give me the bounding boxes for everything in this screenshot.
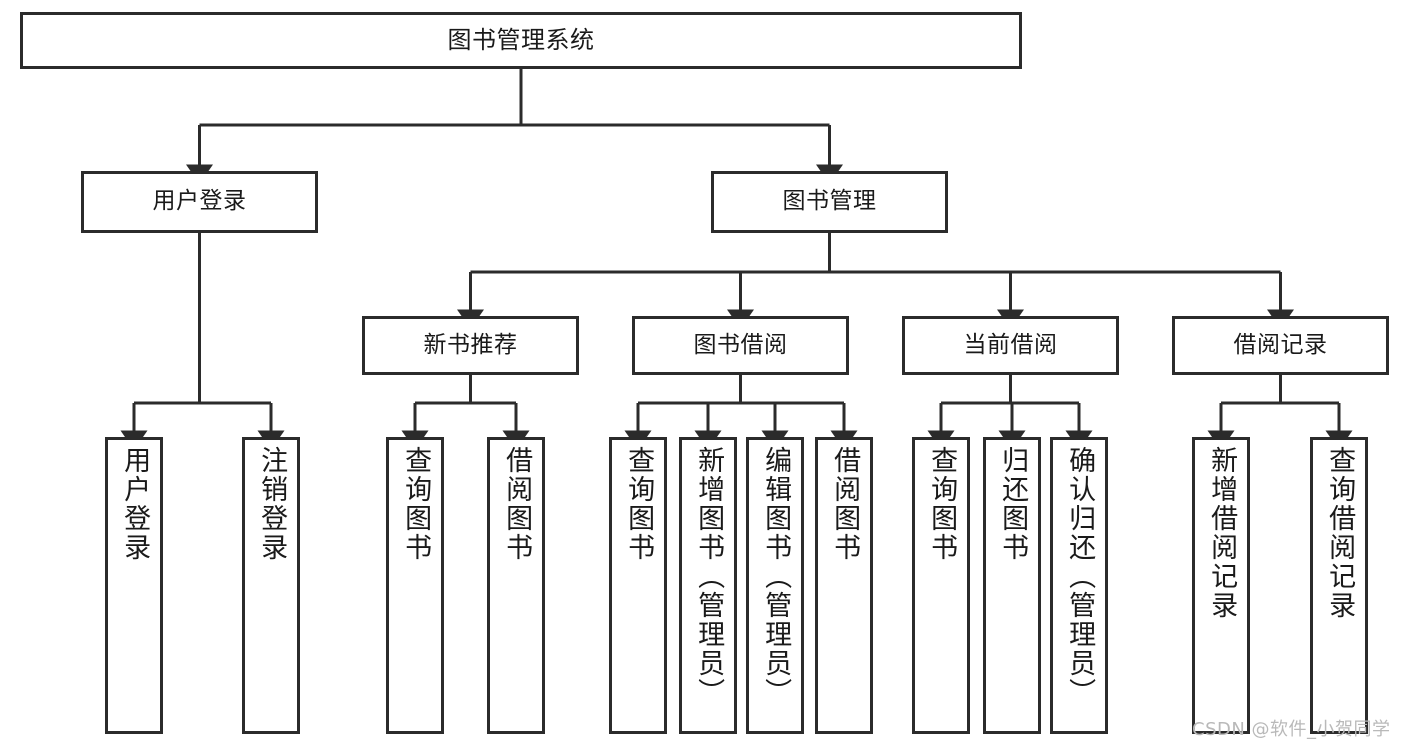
node-label: 图书管理系统 (447, 26, 595, 55)
node-label: 图书借阅 (693, 331, 788, 358)
node-leaf-query-borrow-record[interactable]: 查询借阅记录 (1310, 437, 1368, 734)
node-label: 编辑图书（管理员） (760, 446, 792, 707)
node-label: 新书推荐 (423, 331, 518, 358)
node-current-borrow[interactable]: 当前借阅 (902, 316, 1119, 375)
node-leaf-confirm-return[interactable]: 确认归还（管理员） (1050, 437, 1108, 734)
node-label: 当前借阅 (963, 331, 1058, 358)
node-leaf-user-logout[interactable]: 注销登录 (242, 437, 300, 734)
node-book-mgmt[interactable]: 图书管理 (711, 171, 948, 233)
node-label: 借阅图书 (829, 446, 861, 562)
node-new-book-rec[interactable]: 新书推荐 (362, 316, 579, 375)
edge-lines (120, 69, 1353, 450)
node-label: 借阅图书 (501, 446, 533, 562)
node-leaf-add-borrow-record[interactable]: 新增借阅记录 (1192, 437, 1250, 734)
node-book-borrow[interactable]: 图书借阅 (632, 316, 849, 375)
node-label: 新增借阅记录 (1206, 446, 1238, 620)
node-label: 查询图书 (623, 446, 655, 562)
node-label: 查询借阅记录 (1324, 446, 1356, 620)
node-leaf-borrow-book[interactable]: 借阅图书 (815, 437, 873, 734)
node-leaf-user-login[interactable]: 用户登录 (105, 437, 163, 734)
node-root[interactable]: 图书管理系统 (20, 12, 1022, 69)
node-label: 确认归还（管理员） (1064, 446, 1096, 707)
node-leaf-add-book[interactable]: 新增图书（管理员） (679, 437, 737, 734)
node-leaf-edit-book[interactable]: 编辑图书（管理员） (746, 437, 804, 734)
node-label: 用户登录 (119, 446, 151, 562)
node-leaf-return-book[interactable]: 归还图书 (983, 437, 1041, 734)
node-label: 查询图书 (400, 446, 432, 562)
node-leaf-borrow-book-rec[interactable]: 借阅图书 (487, 437, 545, 734)
node-leaf-query-book-borrow[interactable]: 查询图书 (609, 437, 667, 734)
node-label: 注销登录 (256, 446, 288, 562)
node-leaf-query-book-current[interactable]: 查询图书 (912, 437, 970, 734)
node-label: 归还图书 (997, 446, 1029, 562)
node-label: 借阅记录 (1233, 331, 1328, 358)
node-label: 查询图书 (926, 446, 958, 562)
node-label: 新增图书（管理员） (693, 446, 725, 707)
node-label: 用户登录 (152, 188, 247, 215)
node-label: 图书管理 (782, 188, 877, 215)
node-borrow-record[interactable]: 借阅记录 (1172, 316, 1389, 375)
node-user-login[interactable]: 用户登录 (81, 171, 318, 233)
node-leaf-query-book-rec[interactable]: 查询图书 (386, 437, 444, 734)
